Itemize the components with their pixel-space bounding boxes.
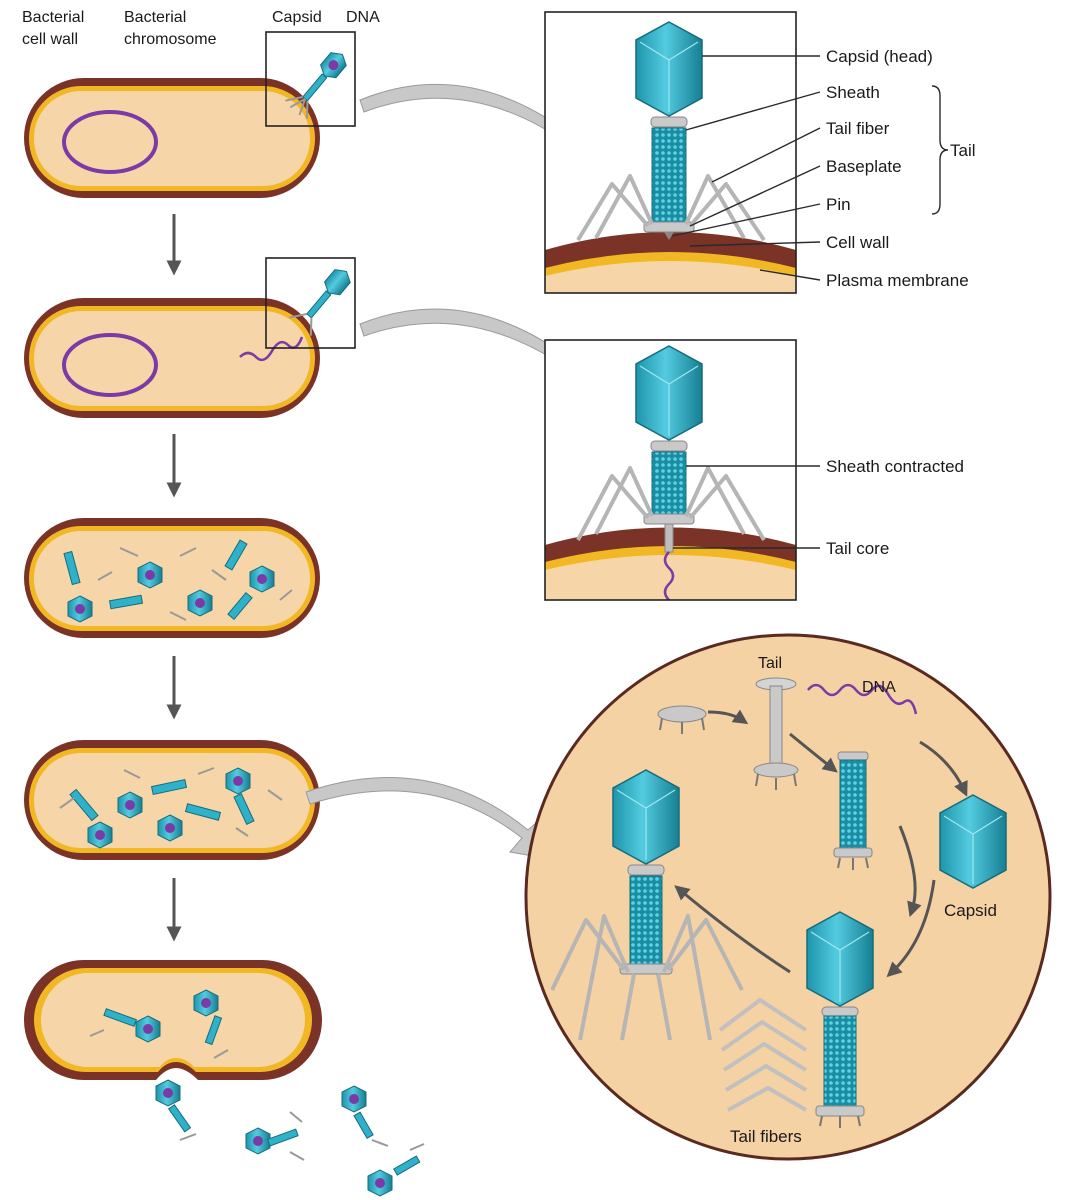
- assembly-dna: [807, 683, 918, 715]
- label-plasma-membrane: Plasma membrane: [826, 271, 969, 290]
- bacterial-chromosome: [62, 110, 158, 174]
- labels: Bacterial cell wall Bacterial chromosome…: [22, 9, 997, 1146]
- bacterium-stage-2: [24, 269, 351, 418]
- label-tail-fiber: Tail fiber: [826, 119, 890, 138]
- label-assembly-capsid: Capsid: [944, 901, 997, 920]
- phage-without-fibers: [806, 911, 874, 1128]
- bacterium-stage-4: [24, 740, 320, 860]
- sheath-contracted: [651, 451, 687, 515]
- sheathed-tail: [833, 751, 873, 870]
- label-assembly-tail-fibers: Tail fibers: [730, 1127, 802, 1146]
- attached-phage-2: [289, 269, 351, 336]
- label-cell-wall: Cell wall: [826, 233, 889, 252]
- attached-phage-1: [285, 52, 347, 119]
- label-sheath-contracted: Sheath contracted: [826, 457, 964, 476]
- tail-core: [664, 523, 674, 553]
- assembly-circle: [524, 633, 1052, 1161]
- leader-lines-1: [671, 55, 949, 281]
- pin: [664, 232, 674, 240]
- label-tail-bracket: Tail: [950, 141, 976, 160]
- label-dna-top: DNA: [346, 9, 380, 26]
- bacterium-stage-3: [24, 518, 320, 638]
- label-capsid-top: Capsid: [272, 9, 322, 26]
- complete-phage: [550, 769, 744, 1041]
- label-tail-core: Tail core: [826, 539, 889, 558]
- bacterium-stage-1: [24, 52, 347, 198]
- label-sheath: Sheath: [826, 83, 880, 102]
- injected-dna-strand: [663, 551, 675, 601]
- loose-tail-fibers: [718, 998, 808, 1112]
- label-bacterial-cell-wall-2: cell wall: [22, 31, 78, 48]
- sheath: [651, 127, 687, 223]
- label-assembly-dna: DNA: [862, 679, 896, 696]
- tail-part: [753, 677, 799, 790]
- label-bacterial-chromosome-1: Bacterial: [124, 9, 186, 26]
- filled-capsid: [939, 794, 1007, 889]
- label-pin: Pin: [826, 195, 851, 214]
- phage-structure-panel: [545, 12, 796, 293]
- label-bacterial-chromosome-2: chromosome: [124, 31, 217, 48]
- tail-fibers: [576, 174, 766, 242]
- label-assembly-tail: Tail: [758, 655, 782, 672]
- label-capsid-head: Capsid (head): [826, 47, 933, 66]
- bacterium-stage-5-lysis: [24, 960, 425, 1197]
- zoom-box-1: [265, 31, 356, 127]
- label-baseplate: Baseplate: [826, 157, 902, 176]
- zoom-box-2: [265, 257, 356, 349]
- leader-lines-2: [673, 465, 820, 549]
- label-bacterial-cell-wall-1: Bacterial: [22, 9, 84, 26]
- baseplate-part: [657, 705, 707, 734]
- injection-panel: [545, 340, 796, 601]
